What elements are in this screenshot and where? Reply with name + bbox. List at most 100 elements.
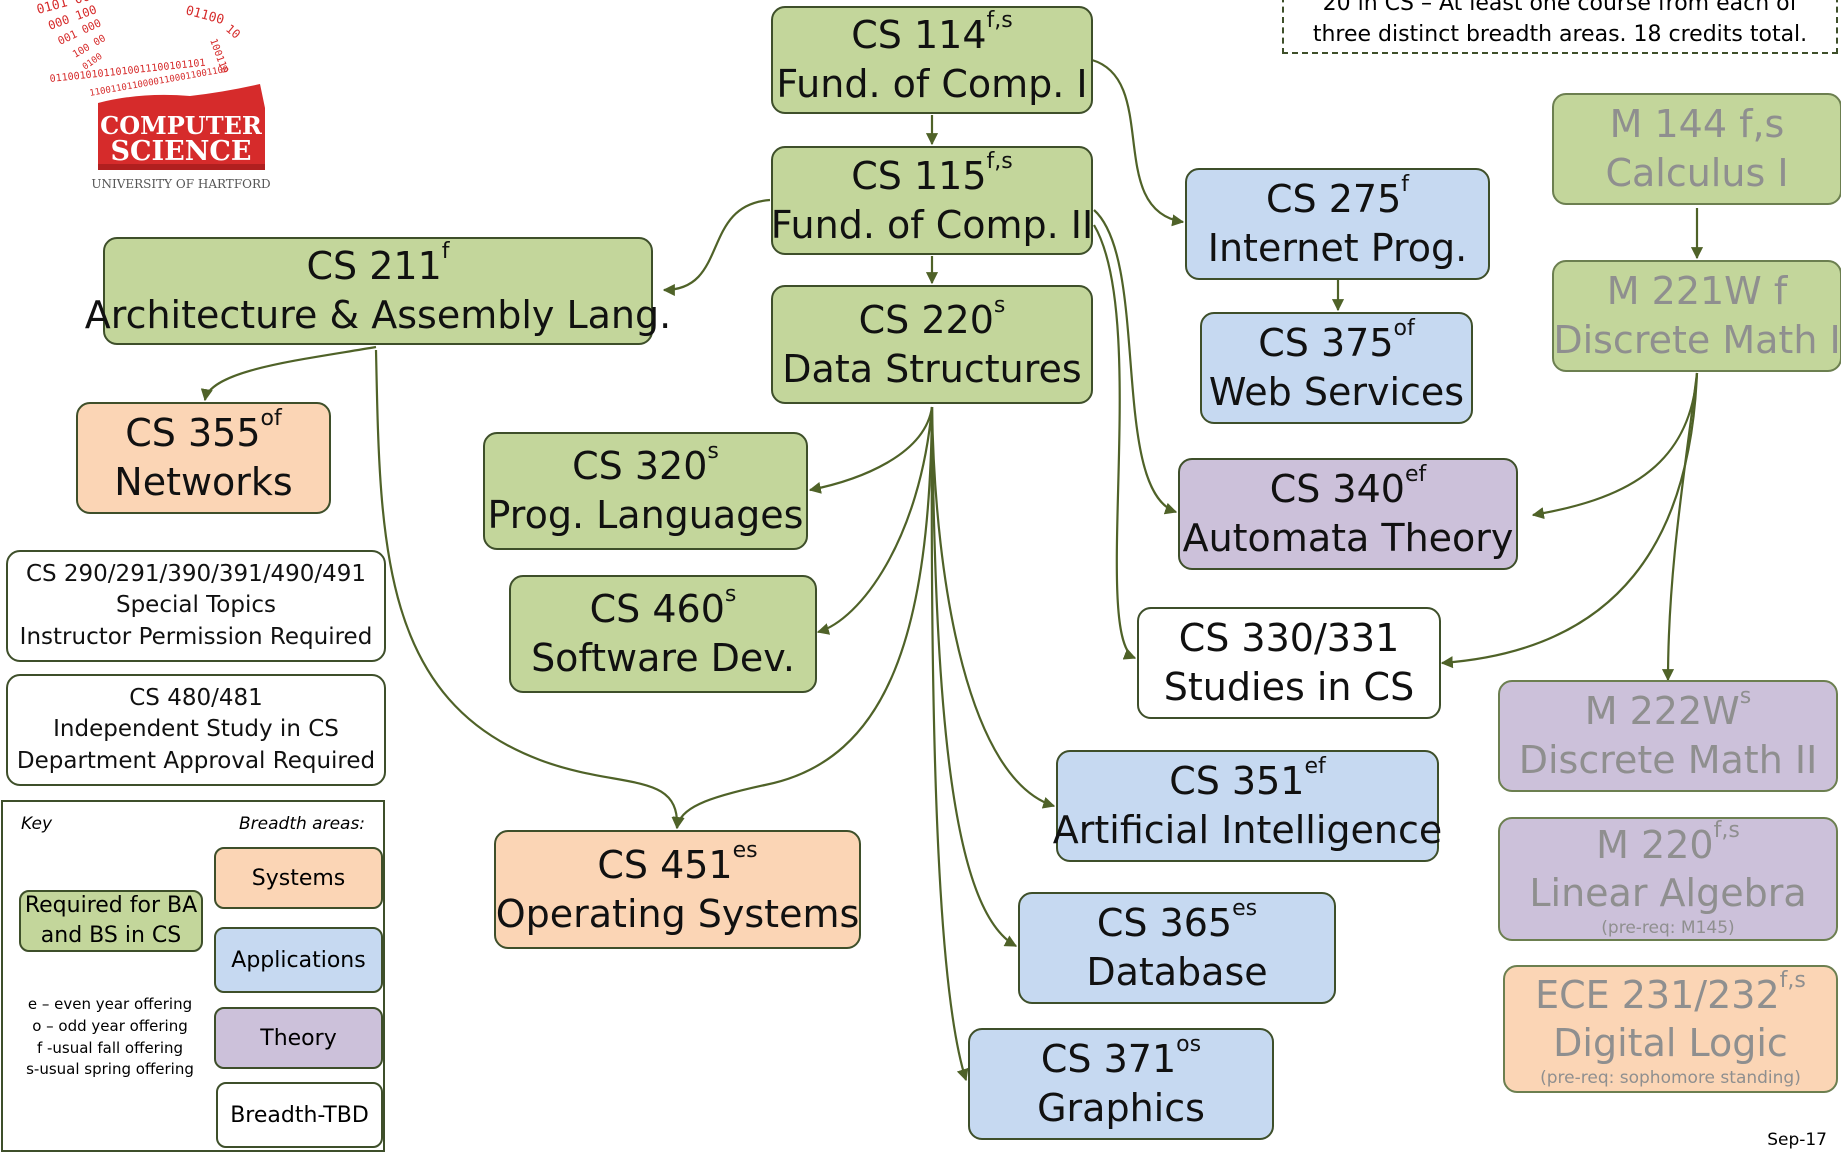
independent-study-codes: CS 480/481 [129, 685, 263, 712]
legend-odd: o – odd year offering [32, 1016, 188, 1035]
course-code: CS 371 [1040, 1037, 1177, 1082]
offering-superscript: s [707, 439, 719, 465]
key-tbd-swatch: Breadth-TBD [216, 1082, 383, 1148]
course-code: M 220 [1596, 822, 1714, 867]
special-topics-title: Special Topics [115, 592, 276, 619]
arrow-cs115-cs340 [1093, 209, 1178, 515]
key-systems-label: Systems [251, 865, 346, 891]
legend-spring: s-usual spring offering [26, 1060, 194, 1079]
course-name: Discrete Math II [1518, 738, 1818, 782]
arrow-cs220-cs451 [672, 406, 934, 830]
course-code: CS 330/331 [1178, 616, 1400, 661]
arrow-cs211-cs451 [374, 349, 684, 830]
offering-superscript: of [1393, 316, 1415, 342]
key-theory-label: Theory [260, 1025, 337, 1051]
arrow-cs211-cs355 [200, 345, 377, 402]
offering-superscript: f,s [1713, 817, 1740, 843]
key-systems-swatch: Systems [214, 847, 383, 909]
prerequisite-note: (pre-req: M145) [1601, 917, 1735, 938]
svg-text:10: 10 [223, 22, 243, 42]
course-m222: M 222Ws Discrete Math II [1498, 680, 1838, 792]
course-cs220: CS 220s Data Structures [771, 285, 1093, 404]
course-cs330-331: CS 330/331 Studies in CS [1137, 607, 1441, 719]
date-label: Sep-17 [1767, 1130, 1827, 1150]
offering-codes-legend: e – even year offering o – odd year offe… [15, 994, 205, 1081]
independent-study-title: Independent Study in CS [53, 716, 339, 743]
course-cs275: CS 275f Internet Prog. [1185, 168, 1490, 280]
course-code: CS 451 [597, 842, 733, 887]
key-applications-swatch: Applications [214, 927, 383, 993]
arrow-cs220-cs320 [808, 406, 934, 494]
key-breadth-title: Breadth areas: [239, 814, 366, 834]
course-cs365: CS 365es Database [1018, 892, 1336, 1004]
course-name: Fund. of Comp. II [770, 202, 1094, 247]
course-cs115: CS 115f,s Fund. of Comp. II [771, 146, 1093, 255]
arrow-cs220-cs371 [930, 406, 969, 1082]
course-name: Data Structures [782, 346, 1082, 391]
course-cs351: CS 351ef Artificial Intelligence [1052, 750, 1443, 862]
key-applications-label: Applications [231, 947, 366, 973]
course-m220: M 220f,s Linear Algebra (pre-req: M145) [1498, 817, 1838, 941]
note-line-1: 20 in CS – At least one course from each… [1322, 0, 1798, 17]
course-name: Internet Prog. [1207, 226, 1468, 270]
course-ece231-232: ECE 231/232f,s Digital Logic (pre-req: s… [1503, 965, 1838, 1093]
course-code: CS 460 [589, 587, 725, 632]
offering-superscript: f,s [986, 148, 1013, 174]
course-name: Discrete Math I [1553, 318, 1841, 362]
independent-study-box: CS 480/481 Independent Study in CS Depar… [6, 674, 386, 786]
course-m144: M 144 f,s Calculus I [1552, 93, 1841, 205]
logo-text-university: UNIVERSITY OF HARTFORD [91, 177, 270, 191]
note-line-2: three distinct breadth areas. 18 credits… [1312, 22, 1808, 47]
logo-text-computer: COMPUTER [100, 111, 263, 140]
course-cs355: CS 355of Networks [76, 402, 331, 514]
course-m221: M 221W f Discrete Math I [1552, 260, 1841, 372]
course-name: Software Dev. [531, 636, 795, 680]
arrow-m221-cs340 [1531, 372, 1699, 520]
course-code: CS 275 [1265, 177, 1402, 222]
key-title: Key [21, 814, 53, 834]
arrow-cs220-cs351 [930, 406, 1056, 809]
course-cs114: CS 114f,s Fund. of Comp. I [771, 6, 1093, 114]
special-topics-box: CS 290/291/390/391/490/491 Special Topic… [6, 550, 386, 662]
course-code: CS 375 [1258, 321, 1394, 366]
course-name: Calculus I [1605, 151, 1789, 195]
course-name: Database [1086, 950, 1268, 994]
course-code: CS 355 [125, 411, 261, 456]
key-theory-swatch: Theory [214, 1007, 383, 1069]
offering-superscript: f,s [1779, 967, 1806, 993]
offering-superscript: f [1401, 172, 1410, 198]
key-required-swatch: Required for BA and BS in CS [19, 890, 203, 952]
special-topics-codes: CS 290/291/390/391/490/491 [25, 561, 367, 588]
arrow-cs220-cs365 [930, 406, 1018, 947]
course-name: Prog. Languages [487, 493, 804, 537]
course-code: CS 320 [572, 444, 708, 489]
course-name: Graphics [1037, 1086, 1205, 1130]
legend-fall: f -usual fall offering [36, 1038, 184, 1057]
course-name: Artificial Intelligence [1052, 808, 1443, 852]
logo-text-science: SCIENCE [111, 136, 252, 167]
course-name: Digital Logic [1553, 1021, 1788, 1066]
offering-superscript: ef [1404, 462, 1427, 488]
course-name: Architecture & Assembly Lang. [84, 293, 672, 337]
arrow-m221-cs330 [1440, 372, 1699, 669]
arrow-cs114-cs275 [1091, 58, 1185, 227]
course-cs340: CS 340ef Automata Theory [1178, 458, 1518, 570]
offering-superscript: f [441, 239, 450, 265]
course-code: CS 220 [858, 297, 994, 342]
legend-even: e – even year offering [27, 995, 193, 1013]
course-name: Automata Theory [1182, 516, 1514, 560]
course-code: ECE 231/232 [1535, 972, 1780, 1017]
arrow-m221-m222 [1661, 372, 1699, 682]
offering-superscript: s [993, 292, 1006, 318]
key-legend: Key Breadth areas: Required for BA and B… [1, 800, 385, 1152]
arrow-cs115-cs330 [1093, 224, 1137, 660]
course-code: M 222W [1584, 689, 1740, 734]
course-code: M 144 f,s [1609, 102, 1785, 147]
course-code: M 221W f [1606, 269, 1788, 314]
course-code: CS 115 [851, 153, 987, 198]
logo-graphic: 0101 00 000 100 001 000 100 00 0100 0110… [35, 0, 270, 191]
arrow-cs115-cs211 [662, 198, 771, 297]
course-name: Fund. of Comp. I [776, 62, 1088, 106]
offering-superscript: of [260, 406, 282, 432]
